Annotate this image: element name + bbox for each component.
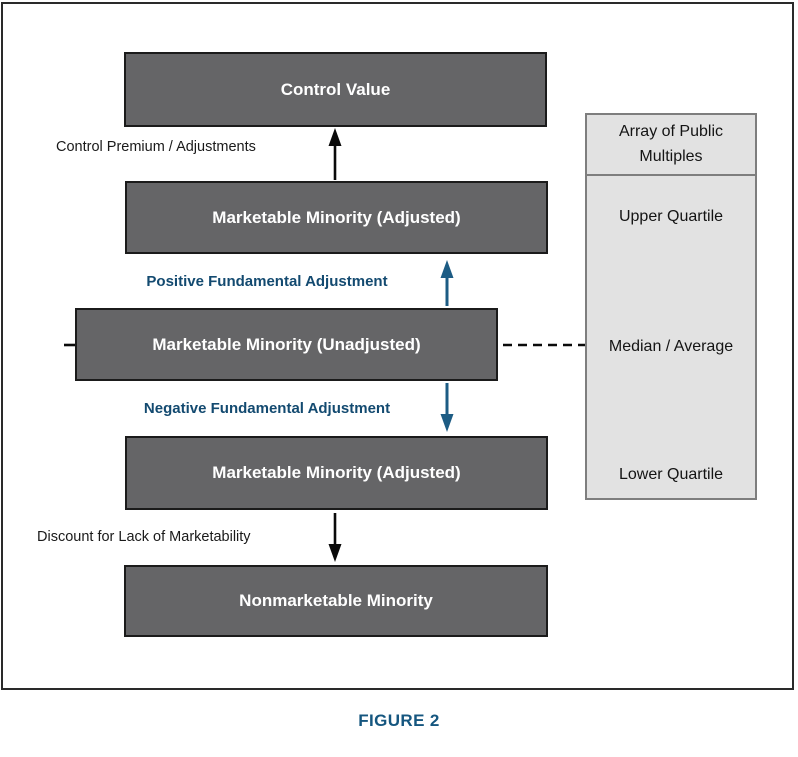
positive-adjustment-annotation: Positive Fundamental Adjustment	[146, 273, 388, 290]
control-value-box: Control Value	[124, 52, 547, 127]
marketable-minority-adjusted-upper-label: Marketable Minority (Adjusted)	[212, 207, 461, 227]
public-multiples-panel-title: Array of Public Multiples	[587, 115, 755, 176]
nonmarketable-minority-label: Nonmarketable Minority	[239, 591, 433, 610]
public-multiples-panel: Array of Public Multiples Upper Quartile…	[585, 113, 757, 500]
control-value-label: Control Value	[280, 79, 391, 99]
marketable-minority-adjusted-lower-label: Marketable Minority (Adjusted)	[212, 463, 461, 482]
upper-quartile-row: Upper Quartile	[618, 208, 724, 225]
marketability-discount-annotation: Discount for Lack of Marketability	[37, 529, 251, 545]
negative-adjustment-annotation: Negative Fundamental Adjustment	[143, 400, 391, 417]
figure-caption: FIGURE 2	[358, 711, 440, 730]
marketable-minority-unadjusted-label: Marketable Minority (Unadjusted)	[152, 334, 421, 354]
lower-quartile-row: Lower Quartile	[618, 466, 724, 483]
nonmarketable-minority-box: Nonmarketable Minority	[124, 565, 548, 637]
control-premium-annotation: Control Premium / Adjustments	[56, 139, 256, 155]
marketable-minority-adjusted-lower-box: Marketable Minority (Adjusted)	[125, 436, 548, 510]
median-average-row: Median / Average	[608, 338, 734, 355]
marketable-minority-adjusted-upper-box: Marketable Minority (Adjusted)	[125, 181, 548, 254]
marketable-minority-unadjusted-box: Marketable Minority (Unadjusted)	[75, 308, 498, 381]
